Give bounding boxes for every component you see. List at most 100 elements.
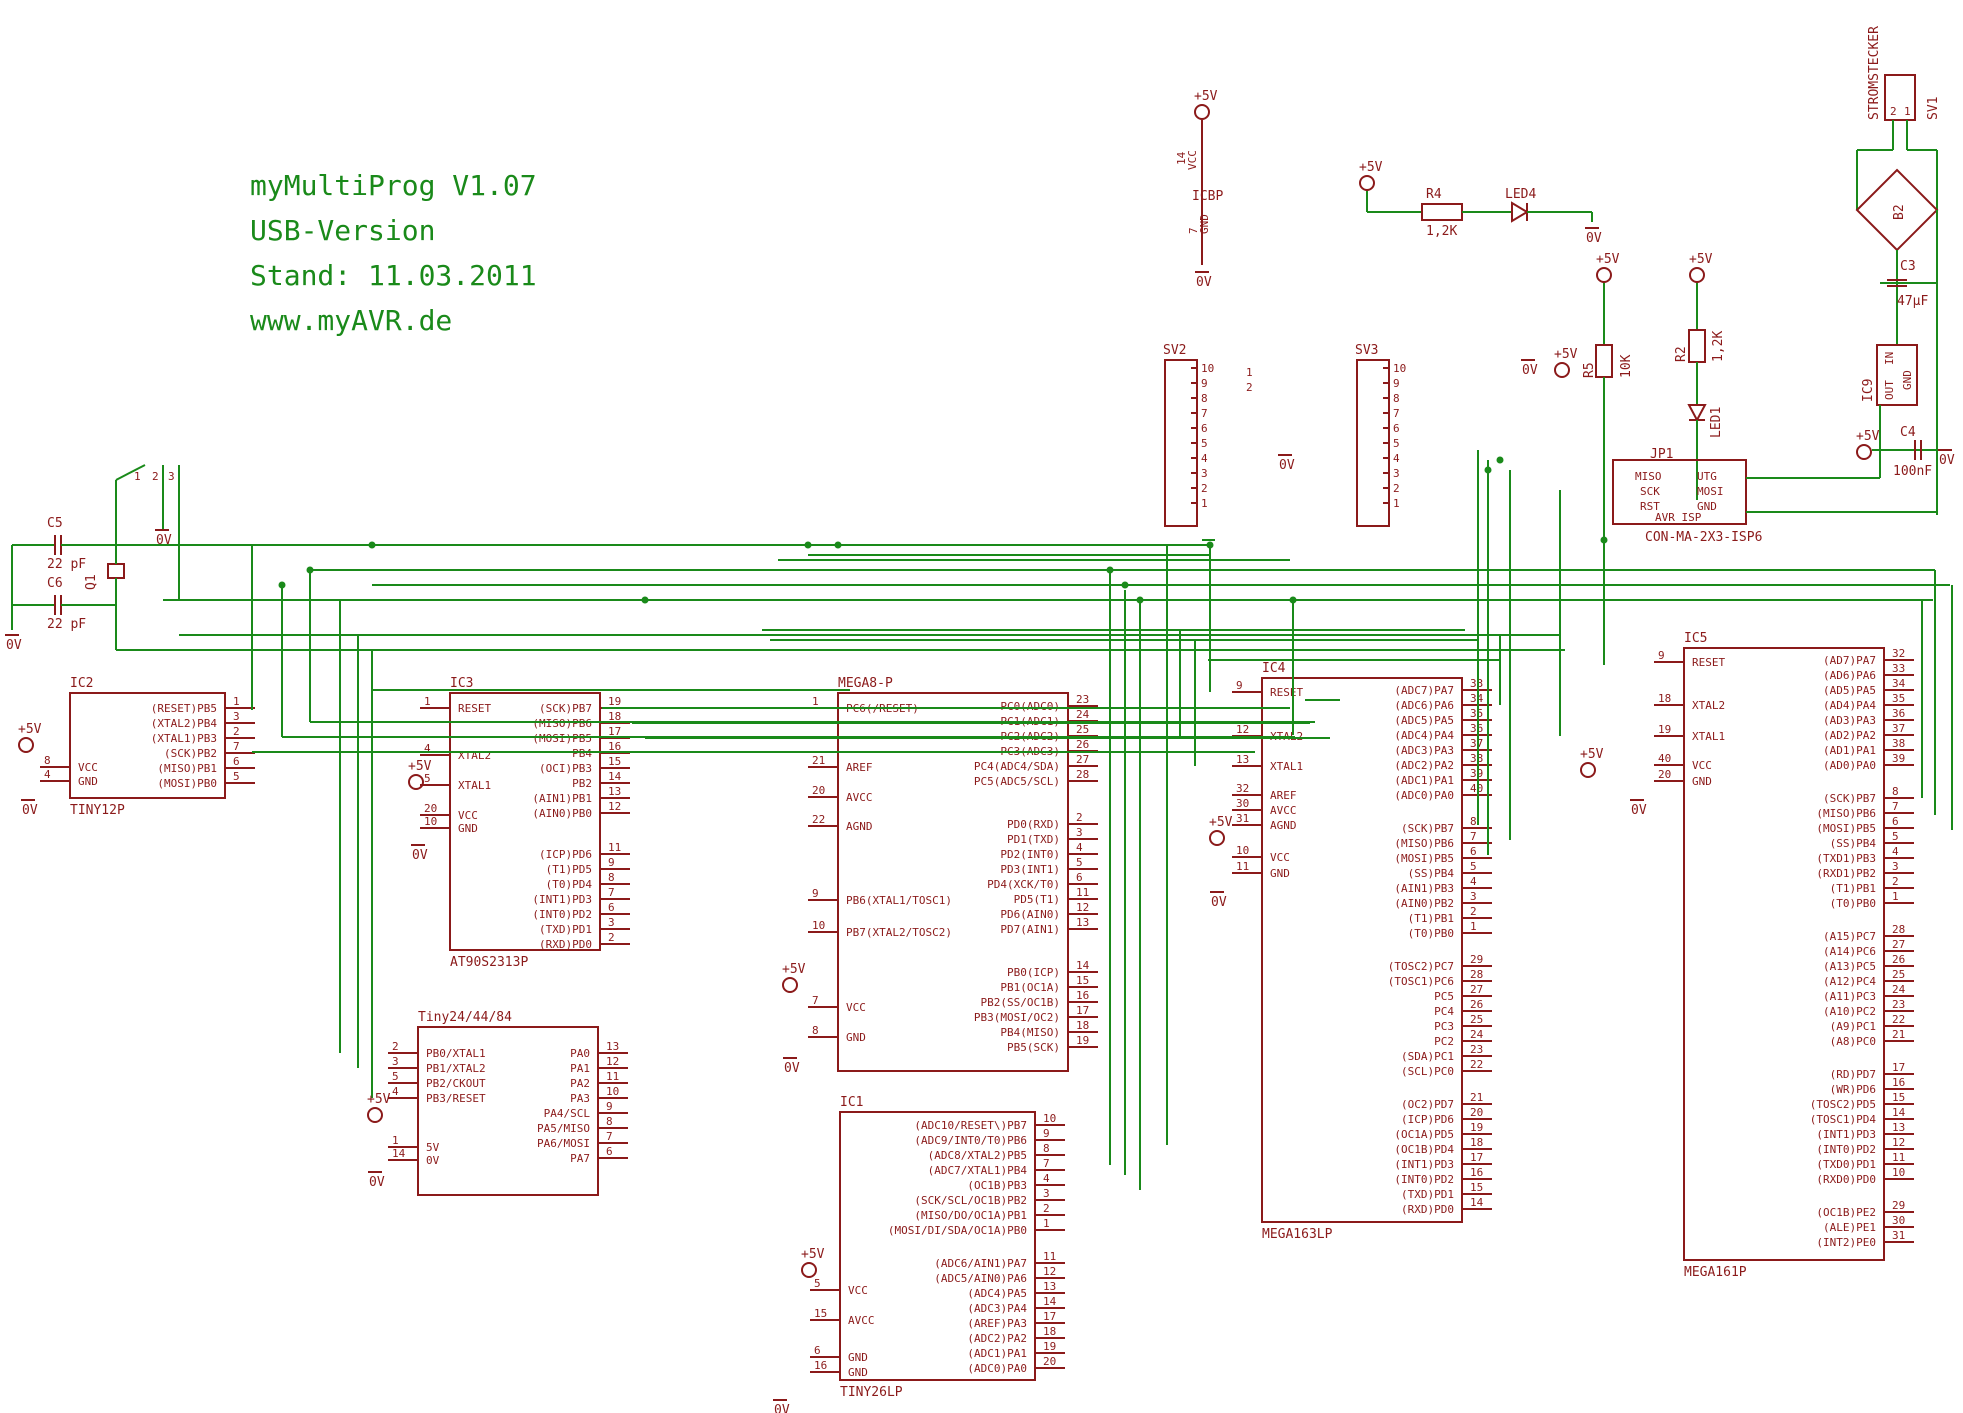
pin-number: 34 [1470,692,1484,705]
isp-sck: SCK [1640,485,1660,498]
gnd-label: 0V [774,1403,790,1413]
vcc-label: +5V [1194,89,1218,104]
pin-number: 11 [1892,1151,1905,1164]
pin-label: (T1)PB1 [1830,882,1876,895]
pin-number: 32 [1236,782,1249,795]
pin-number: 11 [608,841,621,854]
pin-label: PC3 [1434,1020,1454,1033]
pin-label: (SCK)PB7 [1823,792,1876,805]
pin-label: (MOSI)PB5 [1394,852,1454,865]
gnd-symbol: 0V [1630,799,1647,818]
pin-number: 23 [1470,1043,1483,1056]
chip-type: TINY26LP [840,1385,903,1400]
pin-label: (TOSC1)PC6 [1388,975,1454,988]
pin-number: 2 [1076,811,1083,824]
connector-pin: 9 [1393,377,1400,390]
pin-number: 20 [1043,1355,1056,1368]
pin-label: XTAL2 [1692,699,1725,712]
pin-number: 8 [1043,1142,1050,1155]
c4-value: 100nF [1893,464,1932,479]
pin-label: (OCI)PB3 [539,762,592,775]
connector-pin: 6 [1201,422,1208,435]
pin-number: 24 [1076,708,1090,721]
pin-label: GND [458,822,478,835]
pin-label: (MOSI/DI/SDA/OC1A)PB0 [888,1224,1027,1237]
pin-label: (AIN0)PB0 [532,807,592,820]
pin-label: (SCK/SCL/OC1B)PB2 [914,1194,1027,1207]
pin-label: (T1)PD5 [546,863,592,876]
connector-pin: 1 [1393,497,1400,510]
pin-label: (MISO)PB1 [157,762,217,775]
pin-label: PB1(OC1A) [1000,981,1060,994]
vcc-symbol: +5V [1689,252,1713,283]
vcc-label: +5V [1689,252,1713,267]
pin-number: 7 [1892,800,1899,813]
pin-number: 19 [1658,723,1671,736]
pin-label: XTAL2 [458,749,491,762]
pin-label: (ADC1)PA1 [967,1347,1027,1360]
chip-name: Tiny24/44/84 [418,1010,512,1025]
pin-label: XTAL1 [1692,730,1725,743]
pin-number: 27 [1892,938,1905,951]
pin-number: 38 [1892,737,1905,750]
pin-label: (SCK)PB7 [539,702,592,715]
pin-number: 25 [1892,968,1905,981]
pin-number: 2 [233,725,240,738]
pin-label: PB2(SS/OC1B) [981,996,1060,1009]
pin-label: (TOSC2)PC7 [1388,960,1454,973]
pin-label: (WR)PD6 [1830,1083,1876,1096]
pin-number: 6 [606,1145,613,1158]
pin-number: 7 [1470,830,1477,843]
pin-label: PC2 [1434,1035,1454,1048]
pin-label: (AD4)PA4 [1823,699,1876,712]
gnd-label: 0V [412,848,428,863]
pin-number: 9 [608,856,615,869]
gnd-symbol: 0V [21,799,38,818]
vcc-label: +5V [1554,347,1578,362]
junction [834,541,842,549]
vcc-symbol: +5V [367,1092,391,1123]
pin-number: 23 [1076,693,1089,706]
pin-label: (MISO)PB6 [1394,837,1454,850]
pin-number: 40 [1470,782,1483,795]
pin-number: 12 [606,1055,619,1068]
vcc-label: +5V [408,759,432,774]
pin-number: 16 [1076,989,1089,1002]
pin-number: 17 [1043,1310,1056,1323]
pin-label: (ADC0)PA0 [1394,789,1454,802]
wires-layer [252,450,1953,1190]
vcc-symbol: +5V [1580,747,1604,778]
pin-label: XTAL1 [458,779,491,792]
pin-label: (RXD)PD0 [1401,1203,1454,1216]
vcc-symbol: +5V [782,962,806,993]
pin-number: 14 [1470,1196,1484,1209]
xpin-label: 3 [168,470,175,483]
pin-label: (INT1)PD3 [1394,1158,1454,1171]
chip-body [69,692,226,799]
pin-label: GND [78,775,98,788]
chip-name: IC2 [70,676,93,691]
pin-label: VCC [1692,759,1712,772]
junction [1121,581,1129,589]
pin-label: (AD2)PA2 [1823,729,1876,742]
pin-label: AVCC [1270,804,1297,817]
pin-number: 24 [1892,983,1906,996]
chip-name: IC3 [450,676,473,691]
date-line: Stand: 11.03.2011 [250,259,537,292]
pin-label: (ADC5)PA5 [1394,714,1454,727]
vcc-label: +5V [782,962,806,977]
pin-number: 10 [424,815,437,828]
pin-number: 32 [1892,647,1905,660]
pin-number: 26 [1470,998,1483,1011]
pin-number: 4 [1076,841,1083,854]
pin-number: 5 [233,770,240,783]
pin-label: AGND [1270,819,1297,832]
icbp-pin-vcc: 14 [1175,151,1188,165]
vcc-label: +5V [367,1092,391,1107]
pin-number: 31 [1236,812,1249,825]
vcc-circle [1689,267,1705,283]
pin-label: PC5 [1434,990,1454,1003]
pin-label: PC4 [1434,1005,1454,1018]
pin-label: (ADC1)PA1 [1394,774,1454,787]
